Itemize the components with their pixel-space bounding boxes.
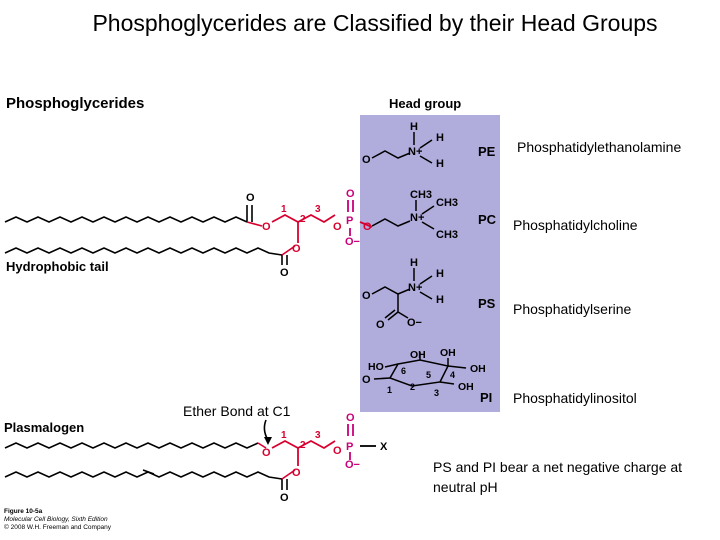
glycerol-backbone-1	[271, 200, 373, 243]
atom-o: O	[280, 267, 289, 279]
head-group-abbr-pe: PE	[478, 144, 496, 159]
atom-o: O	[280, 492, 289, 504]
tail-1	[4, 205, 263, 227]
atom-p: P	[346, 215, 353, 227]
figure-number: Figure 10-5a	[4, 508, 43, 515]
atom-ho: HO	[368, 361, 384, 373]
atom-o: O	[246, 192, 255, 204]
atom-ch3: CH3	[410, 189, 432, 201]
head-group-abbr-pc: PC	[478, 212, 497, 227]
ring-number: 3	[434, 388, 439, 398]
phosphoglycerides-label: Phosphoglycerides	[6, 95, 145, 112]
atom-o: O	[262, 221, 271, 233]
atom-o-minus: O−	[345, 236, 360, 248]
atom-h: H	[436, 132, 444, 144]
ring-number: 6	[401, 366, 406, 376]
hydrophobic-tail-label: Hydrophobic tail	[6, 259, 109, 274]
tail-2	[4, 245, 296, 265]
atom-oh: OH	[458, 381, 474, 393]
atom-o: O	[292, 243, 301, 255]
atom-ch3: CH3	[436, 229, 458, 241]
atom-o: O	[333, 221, 342, 233]
ps-head-structure	[371, 268, 433, 321]
carbon-number: 2	[300, 214, 306, 225]
atom-o: O	[376, 319, 385, 331]
head-group-name-pi: Phosphatidylinositol	[513, 390, 637, 406]
figure-caption: Figure 10-5a Molecular Cell Biology, Six…	[4, 508, 111, 532]
carbon-number: 1	[281, 430, 287, 441]
pi-inositol-ring	[373, 352, 467, 387]
atom-o: O	[292, 467, 301, 479]
ring-number: 2	[410, 382, 415, 392]
figure-source: Molecular Cell Biology, Sixth Edition	[4, 516, 108, 523]
head-group-name-pe: Phosphatidylethanolamine	[517, 139, 682, 155]
pe-head-structure	[371, 132, 433, 164]
atom-n-plus: N+	[408, 282, 422, 294]
head-group-abbr-ps: PS	[478, 296, 496, 311]
atom-o: O	[362, 374, 371, 386]
atom-o-minus: O−	[407, 317, 422, 329]
ring-number: 5	[426, 370, 431, 380]
atom-n-plus: N+	[408, 146, 422, 158]
plasmalogen-tail-2	[4, 469, 296, 490]
atom-o: O	[346, 188, 355, 200]
atom-oh: OH	[440, 347, 456, 359]
glycerol-backbone-2	[271, 424, 376, 466]
atom-x: X	[380, 441, 388, 453]
atom-oh: OH	[410, 349, 426, 361]
carbon-number: 3	[315, 204, 321, 215]
ether-bond-arrowhead	[264, 437, 272, 445]
charge-note: PS and PI bear a net negative charge at …	[433, 459, 683, 495]
atom-ch3: CH3	[436, 197, 458, 209]
figure-copyright: © 2008 W.H. Freeman and Company	[4, 524, 112, 531]
slide-title: Phosphoglycerides are Classified by thei…	[92, 10, 658, 36]
head-group-abbr-pi: PI	[480, 390, 492, 405]
atom-h: H	[436, 268, 444, 280]
atom-h: H	[410, 257, 418, 269]
carbon-number: 1	[281, 204, 287, 215]
carbon-number: 2	[300, 440, 306, 451]
atom-o: O	[362, 290, 371, 302]
head-group-name-pc: Phosphatidylcholine	[513, 217, 638, 233]
head-group-label: Head group	[389, 96, 462, 111]
carbon-number: 3	[315, 430, 321, 441]
atom-h: H	[436, 158, 444, 170]
pc-head-structure	[371, 200, 435, 230]
plasmalogen-tail-1	[4, 442, 267, 449]
atom-p: P	[346, 441, 353, 453]
ether-bond-label: Ether Bond at C1	[183, 403, 291, 419]
ring-number: 1	[387, 385, 392, 395]
ring-number: 4	[450, 370, 455, 380]
atom-o: O	[346, 412, 355, 424]
atom-o: O	[333, 445, 342, 457]
plasmalogen-label: Plasmalogen	[4, 420, 85, 435]
atom-o-minus: O−	[345, 459, 360, 471]
atom-n-plus: N+	[410, 212, 424, 224]
head-group-name-ps: Phosphatidylserine	[513, 301, 632, 317]
atom-h: H	[410, 121, 418, 133]
atom-o: O	[363, 221, 372, 233]
atom-h: H	[436, 294, 444, 306]
atom-oh: OH	[470, 363, 486, 375]
atom-o: O	[362, 154, 371, 166]
atom-o: O	[262, 447, 271, 459]
